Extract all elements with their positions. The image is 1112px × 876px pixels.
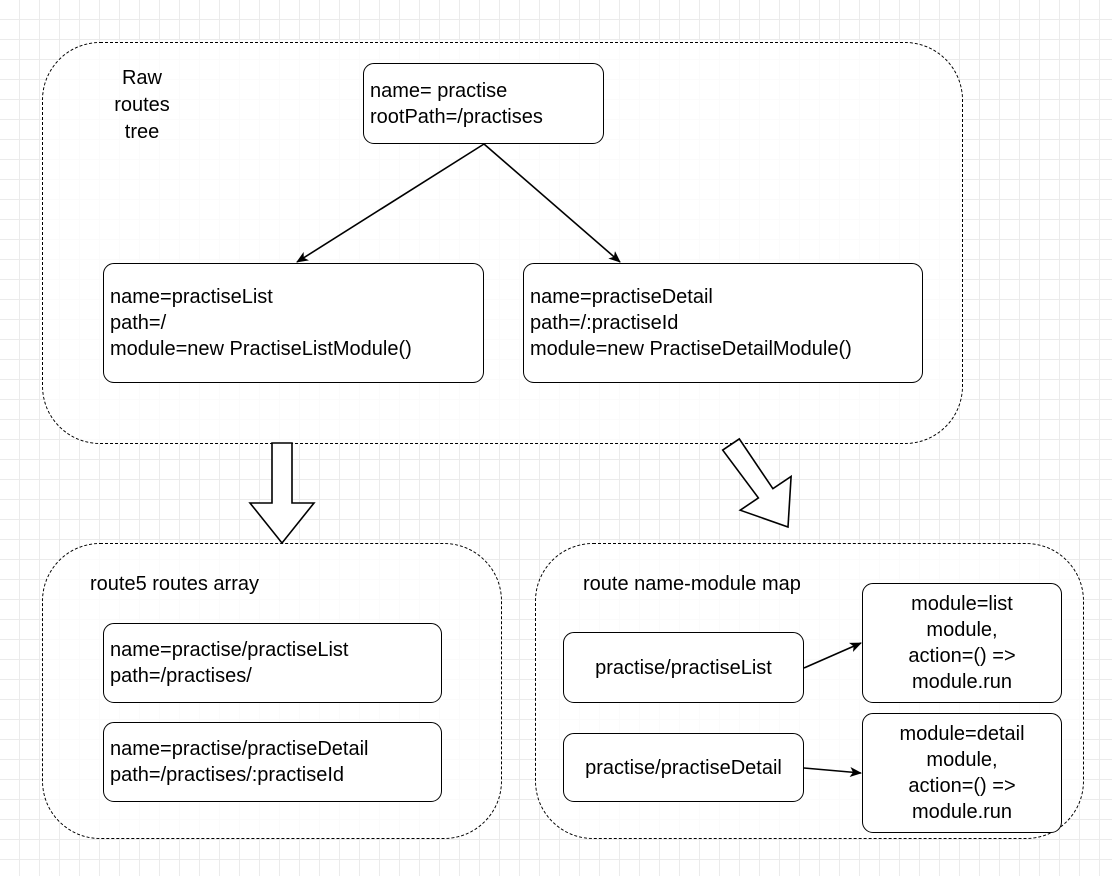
practise-list-node[interactable]: name=practiseList path=/ module=new Prac… (103, 263, 484, 383)
map-detail-value-node[interactable]: module=detail module, action=() => modul… (862, 713, 1062, 833)
map-detail-key-line: practise/practiseDetail (585, 756, 782, 779)
array-list-node[interactable]: name=practise/practiseList path=/practis… (103, 623, 442, 703)
root-line-1: name= practise (370, 79, 508, 102)
raw-label-line-1: Raw (121, 67, 162, 89)
map-list-key-node[interactable]: practise/practiseList (563, 632, 804, 703)
list-line-3: module=new PractiseListModule() (110, 338, 412, 360)
block-arrow-diagonal (721, 437, 792, 529)
map-detail-key-node[interactable]: practise/practiseDetail (563, 733, 804, 802)
raw-routes-tree-label: Raw routes tree (102, 65, 182, 146)
name-module-map-label: route name-module map (583, 573, 801, 595)
raw-label-line-2: routes (114, 94, 170, 116)
edge-root-to-list (296, 143, 485, 263)
array-list-line-1: name=practise/practiseList (110, 639, 349, 661)
array-detail-line-1: name=practise/practiseDetail (110, 738, 369, 760)
edge-root-to-detail (483, 143, 621, 263)
map-detail-value-line-3: action=() => (908, 775, 1016, 797)
map-list-value-line-2: module, (926, 619, 998, 641)
map-list-key-line: practise/practiseList (595, 656, 772, 679)
root-line-2: rootPath=/practises (370, 105, 543, 128)
list-line-1: name=practiseList (110, 286, 273, 308)
detail-line-3: module=new PractiseDetailModule() (530, 338, 852, 360)
array-list-line-2: path=/practises/ (110, 665, 252, 687)
map-detail-value-line-1: module=detail (899, 723, 1025, 745)
detail-line-2: path=/:practiseId (530, 312, 679, 334)
root-route-node[interactable]: name= practise rootPath=/practises (363, 63, 604, 144)
detail-line-1: name=practiseDetail (530, 286, 713, 308)
list-line-2: path=/ (110, 312, 167, 334)
raw-label-line-3: tree (124, 121, 160, 143)
map-list-value-node[interactable]: module=list module, action=() => module.… (862, 583, 1062, 703)
edge-map-list (803, 642, 862, 669)
map-list-value-line-4: module.run (911, 671, 1013, 693)
map-list-value-line-1: module=list (911, 593, 1013, 615)
practise-detail-node[interactable]: name=practiseDetail path=/:practiseId mo… (523, 263, 923, 383)
map-detail-value-line-4: module.run (911, 801, 1013, 823)
block-arrow-down (248, 442, 316, 545)
array-detail-node[interactable]: name=practise/practiseDetail path=/pract… (103, 722, 442, 802)
edge-map-detail (803, 767, 862, 778)
routes-array-label: route5 routes array (90, 573, 259, 595)
map-detail-value-line-2: module, (926, 749, 998, 771)
map-list-value-line-3: action=() => (908, 645, 1016, 667)
array-detail-line-2: path=/practises/:practiseId (110, 764, 345, 786)
